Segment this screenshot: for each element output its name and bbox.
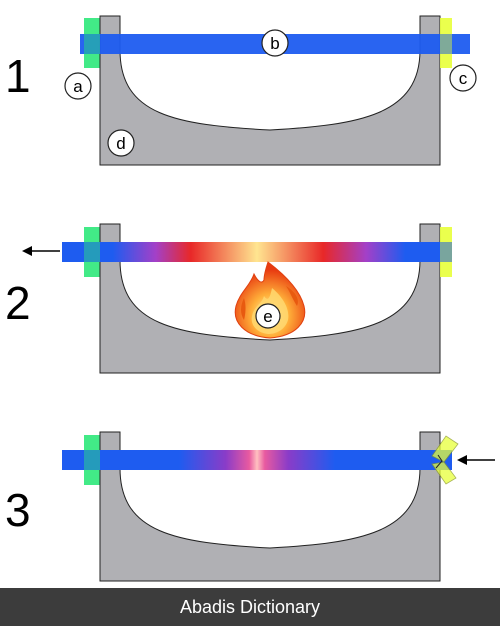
clamp-c-overlap-step2 — [440, 242, 452, 262]
clamp-c-overlap — [440, 34, 452, 54]
frame-d — [99, 15, 441, 166]
clamp-a-overlap-step3 — [84, 450, 100, 470]
step-2-group: 2 e — [5, 223, 452, 374]
step-3-group: 3 — [5, 431, 495, 582]
frame-step2 — [99, 223, 441, 374]
footer-text: Abadis Dictionary — [179, 596, 321, 617]
footer-bar: Abadis Dictionary — [0, 588, 500, 626]
arrow-left-icon — [457, 455, 495, 465]
rod-cooling — [62, 450, 452, 470]
bimetal-expansion-diagram: 1 a b c d 2 — [5, 15, 495, 582]
rod-heated — [62, 242, 452, 262]
step-1-group: 1 a b c d — [5, 15, 477, 166]
callout-b: b — [261, 29, 289, 57]
label-c: c — [459, 69, 468, 88]
clamp-a-overlap — [84, 34, 100, 54]
step-3-number: 3 — [5, 484, 31, 536]
step-1-number: 1 — [5, 50, 31, 102]
clamp-a-overlap-step2 — [84, 242, 100, 262]
label-a: a — [73, 77, 83, 96]
callout-e: e — [255, 303, 281, 329]
label-b: b — [270, 34, 279, 53]
clamp-c-bent — [431, 435, 459, 485]
label-d: d — [116, 134, 125, 153]
callout-a: a — [64, 72, 92, 100]
callout-c: c — [449, 64, 477, 92]
frame-step3 — [99, 431, 441, 582]
step-2-number: 2 — [5, 277, 31, 329]
callout-d: d — [107, 129, 135, 157]
label-e: e — [263, 307, 272, 326]
arrow-left-icon — [22, 246, 60, 256]
